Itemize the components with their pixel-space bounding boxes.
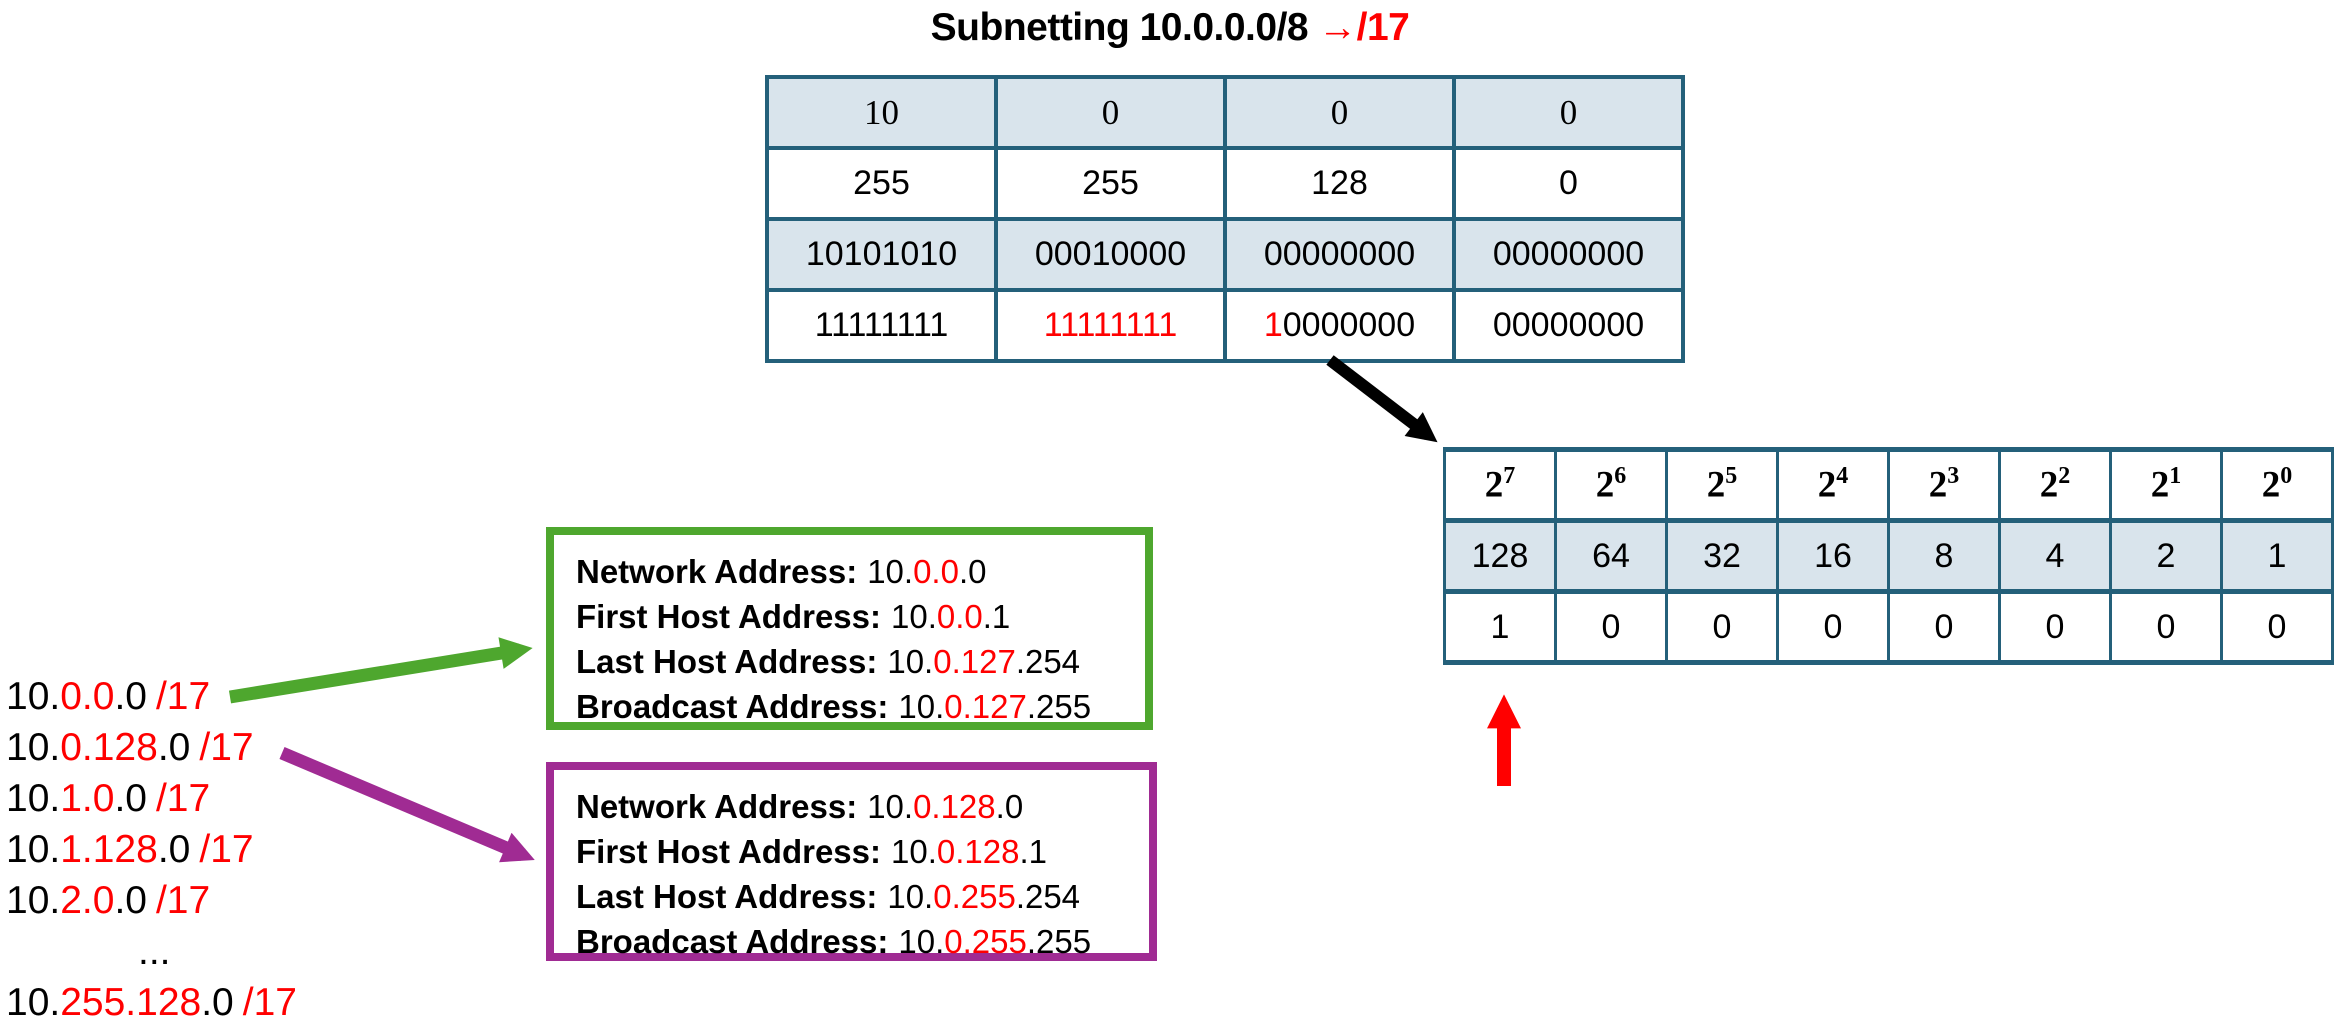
- table-cell: 128: [1443, 518, 1557, 594]
- table-cell: 10101010: [765, 217, 998, 292]
- table-cell: 0: [1665, 589, 1779, 665]
- subnet-entry: 10.0.0.0/17: [6, 675, 211, 718]
- decimal-ip-row: 10 0 0 0: [765, 75, 1685, 150]
- table-cell: 11111111: [994, 288, 1227, 363]
- table-cell: 16: [1776, 518, 1890, 594]
- table-cell: 21: [2109, 447, 2223, 523]
- subnet-entry: 10.1.0.0/17: [6, 777, 211, 820]
- table-cell: 64: [1554, 518, 1668, 594]
- table-cell: 25: [1665, 447, 1779, 523]
- broadcast-line: Broadcast Address:10.0.127.255: [576, 688, 1092, 725]
- octet-table: 10 0 0 0 255 255 128 0 10101010 00010000…: [765, 75, 1685, 363]
- table-cell: 0: [1223, 75, 1456, 150]
- table-cell: 27: [1443, 447, 1557, 523]
- table-cell: 10000000: [1223, 288, 1456, 363]
- table-cell: 128: [1223, 146, 1456, 221]
- powers-of-two-table: 27 26 25 24 23 22 21 20 128 64 32 16 8 4…: [1443, 447, 2334, 665]
- powers-values-row: 128 64 32 16 8 4 2 1: [1443, 518, 2334, 594]
- table-cell: 8: [1887, 518, 2001, 594]
- table-cell: 0: [2220, 589, 2334, 665]
- purple-arrow: [279, 747, 535, 863]
- powers-header-row: 27 26 25 24 23 22 21 20: [1443, 447, 2334, 523]
- first-host-line: First Host Address:10.0.0.1: [576, 598, 1011, 635]
- table-cell: 2: [2109, 518, 2223, 594]
- table-cell: 22: [1998, 447, 2112, 523]
- second-subnet-detail-box: Network Address:10.0.128.0 First Host Ad…: [546, 762, 1157, 961]
- table-cell: 10: [765, 75, 998, 150]
- table-cell: 0: [1554, 589, 1668, 665]
- table-cell: 11111111: [765, 288, 998, 363]
- table-cell: 00010000: [994, 217, 1227, 292]
- table-cell: 32: [1665, 518, 1779, 594]
- table-cell: 00000000: [1223, 217, 1456, 292]
- network-address-line: Network Address:10.0.128.0: [576, 788, 1024, 825]
- binary-mask-row: 11111111 11111111 10000000 00000000: [765, 288, 1685, 363]
- subnet-entry: 10.0.128.0/17: [6, 726, 254, 769]
- subnet-entry: 10.1.128.0/17: [6, 828, 254, 871]
- table-cell: 0: [1887, 589, 2001, 665]
- table-cell: 1: [1443, 589, 1557, 665]
- last-host-line: Last Host Address:10.0.127.254: [576, 643, 1081, 680]
- table-cell: 0: [2109, 589, 2223, 665]
- decimal-mask-row: 255 255 128 0: [765, 146, 1685, 221]
- table-cell: 0: [994, 75, 1227, 150]
- subnet-address-list: 10.0.0.0/17 10.0.128.0/17 10.1.0.0/17 10…: [6, 671, 297, 1028]
- table-cell: 0: [1776, 589, 1890, 665]
- table-cell: 00000000: [1452, 288, 1685, 363]
- table-cell: 24: [1776, 447, 1890, 523]
- table-cell: 255: [994, 146, 1227, 221]
- table-cell: 4: [1998, 518, 2112, 594]
- table-cell: 1: [2220, 518, 2334, 594]
- binary-ip-row: 10101010 00010000 00000000 00000000: [765, 217, 1685, 292]
- title-main: Subnetting 10.0.0.0/8: [930, 6, 1309, 49]
- table-cell: 23: [1887, 447, 2001, 523]
- table-cell: 0: [1452, 146, 1685, 221]
- first-subnet-detail-box: Network Address:10.0.0.0 First Host Addr…: [546, 527, 1153, 730]
- table-cell: 26: [1554, 447, 1668, 523]
- broadcast-line: Broadcast Address:10.0.255.255: [576, 923, 1092, 960]
- network-address-line: Network Address:10.0.0.0: [576, 553, 987, 590]
- table-cell: 255: [765, 146, 998, 221]
- title-arrow-suffix: →/17: [1318, 6, 1410, 49]
- table-cell: 0: [1452, 75, 1685, 150]
- table-cell: 0: [1998, 589, 2112, 665]
- first-host-line: First Host Address:10.0.128.1: [576, 833, 1047, 870]
- black-arrow: [1326, 355, 1438, 443]
- subnet-entry: 10.2.0.0/17: [6, 879, 211, 922]
- powers-bits-row: 1 0 0 0 0 0 0 0: [1443, 589, 2334, 665]
- table-cell: 20: [2220, 447, 2334, 523]
- last-host-line: Last Host Address:10.0.255.254: [576, 878, 1081, 915]
- ellipsis: ...: [138, 930, 171, 973]
- subnet-entry: 10.255.128.0/17: [6, 981, 297, 1024]
- table-cell: 00000000: [1452, 217, 1685, 292]
- page-title: Subnetting 10.0.0.0/8→/17: [640, 6, 1700, 50]
